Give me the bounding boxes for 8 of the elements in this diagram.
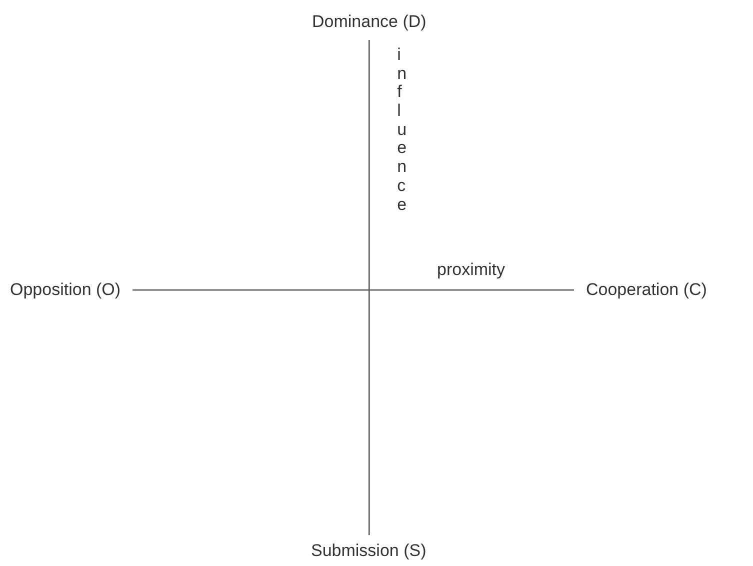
axis-pole-label: Opposition (O) — [10, 280, 121, 300]
axis-line — [132, 289, 574, 291]
edge-label: influence — [396, 46, 408, 214]
axis-pole-label: Cooperation (C) — [586, 280, 707, 300]
axis-pole-label: Submission (S) — [311, 541, 426, 561]
edge-label: proximity — [437, 261, 506, 280]
axis-pole-label: Dominance (D) — [312, 12, 426, 32]
axis-line — [368, 40, 370, 535]
